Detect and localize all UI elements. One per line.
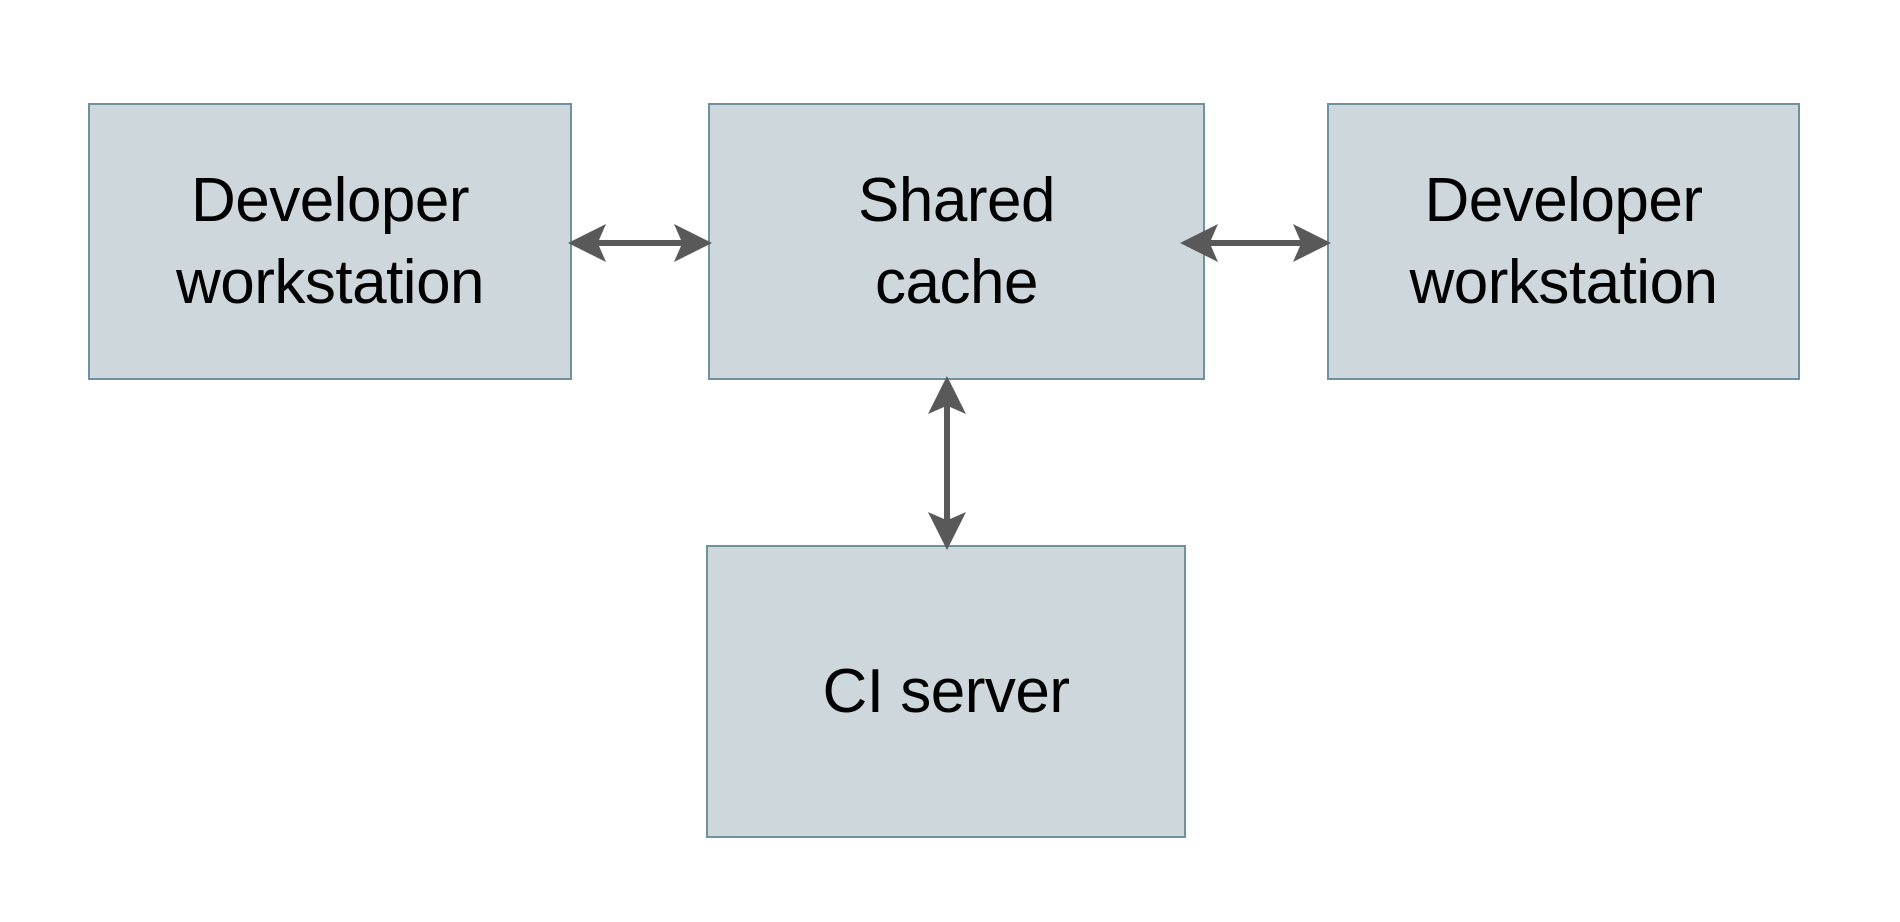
double-arrow-icon	[568, 224, 712, 262]
node-ci-server[interactable]: CI server	[706, 545, 1186, 838]
node-label: Developer workstation	[175, 165, 485, 317]
node-developer-workstation-left[interactable]: Developer workstation	[88, 103, 572, 380]
node-label: Shared cache	[858, 165, 1055, 317]
double-arrow-icon	[1180, 224, 1331, 262]
connector-shared-cache-to-developer-right[interactable]	[1178, 214, 1333, 272]
node-shared-cache[interactable]: Shared cache	[708, 103, 1205, 380]
double-arrow-icon	[928, 376, 966, 550]
node-label: CI server	[822, 656, 1070, 726]
node-label: Developer workstation	[1409, 165, 1718, 317]
connector-shared-cache-to-ci-server[interactable]	[918, 374, 976, 552]
connector-developer-left-to-shared-cache[interactable]	[566, 214, 714, 272]
node-developer-workstation-right[interactable]: Developer workstation	[1327, 103, 1800, 380]
